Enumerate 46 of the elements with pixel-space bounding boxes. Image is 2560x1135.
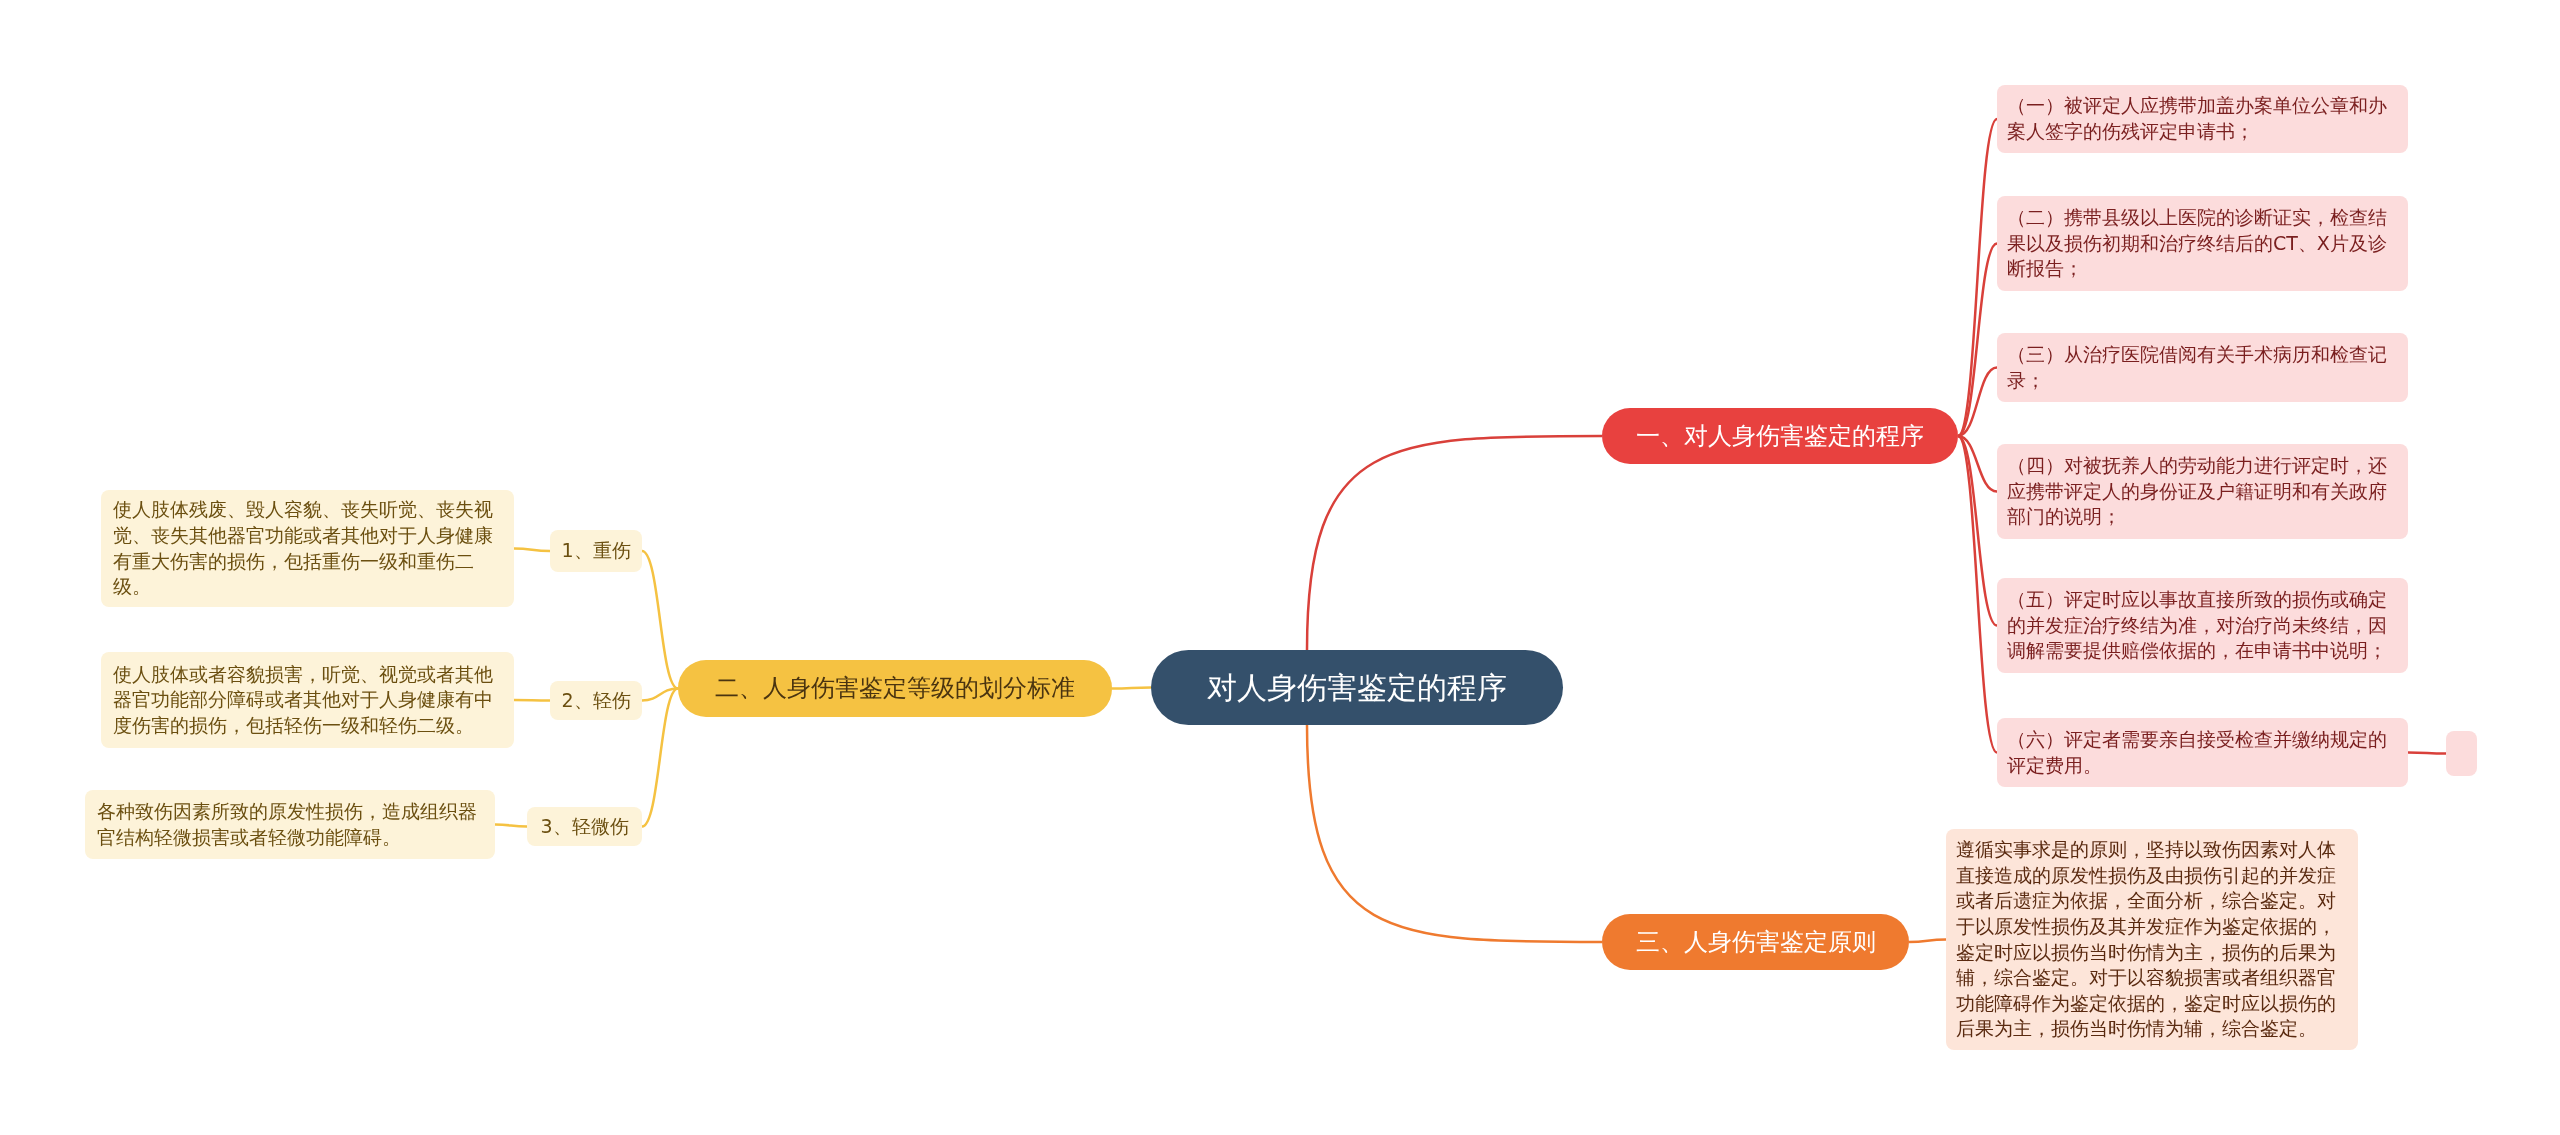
detail-box xyxy=(101,652,514,748)
subtopic-text: 1、重伤 xyxy=(561,538,631,564)
connector-line xyxy=(1957,435,1998,754)
empty-topic-box xyxy=(2446,731,2477,776)
detail-box xyxy=(1997,85,2408,153)
detail-box xyxy=(1997,718,2408,787)
detail-box xyxy=(1997,196,2408,291)
detail-box xyxy=(1997,578,2408,673)
topic-text: 一、对人身伤害鉴定的程序 xyxy=(1636,421,1924,451)
branch-topic xyxy=(1602,914,1909,970)
connector-line xyxy=(641,687,679,828)
detail-text: （三）从治疗医院借阅有关手术病历和检查记录； xyxy=(2007,341,2388,393)
subtopic-box xyxy=(550,681,642,720)
subtopic-text: 3、轻微伤 xyxy=(540,813,629,839)
connector-line xyxy=(1957,118,1998,437)
topic-text: 对人身伤害鉴定的程序 xyxy=(1207,669,1507,706)
connector-line xyxy=(1305,724,1602,944)
detail-text: 使人肢体或者容貌损害，听觉、视觉或者其他器官功能部分障碍或者其他对于人身健康有中度伤害的损伤，包括轻伤一级和轻伤二级。 xyxy=(113,661,494,738)
connector-line xyxy=(1112,686,1151,690)
detail-text: （六）评定者需要亲自接受检查并缴纳规定的评定费用。 xyxy=(2007,726,2388,778)
detail-text: 各种致伤因素所致的原发性损伤，造成组织器官结构轻微损害或者轻微功能障碍。 xyxy=(97,798,478,850)
subtopic-box xyxy=(527,807,642,846)
connector-line xyxy=(1909,938,1946,944)
detail-box xyxy=(101,490,514,607)
connector-line xyxy=(514,698,550,702)
detail-text: （五）评定时应以事故直接所致的损伤或确定的并发症治疗终结为准，对治疗尚未终结，因调解需要提供赔偿依据的，在申请书中说明； xyxy=(2007,587,2388,664)
detail-text: 遵循实事求是的原则，坚持以致伤因素对人体直接造成的原发性损伤及由损伤引起的并发症或者后遗症为依据，全面分析，综合鉴定。对于以原发性损伤及其并发症作为鉴定依据的，鉴定时应以损伤当时伤情为主，损伤的后果为辅，综合鉴定。对于以容貌损害或者组织器官功能障碍作为鉴定依据的，鉴定时应以损伤的后果为主，损伤当时伤情为辅，综合鉴定。 xyxy=(1956,836,2337,1042)
topic-text: 二、人身伤害鉴定等级的划分标准 xyxy=(715,674,1075,703)
detail-box xyxy=(1997,444,2408,539)
detail-text: 使人肢体残废、毁人容貌、丧失听觉、丧失视觉、丧失其他器官功能或者其他对于人身健康有重大伤害的损伤，包括重伤一级和重伤二级。 xyxy=(113,497,494,600)
connector-line xyxy=(495,823,527,828)
connector-line xyxy=(641,687,679,702)
connector-line xyxy=(1305,434,1602,651)
detail-text: （二）携带县级以上医院的诊断证实，检查结果以及损伤初期和治疗终结后的CT、X片及诊断报告； xyxy=(2007,205,2388,282)
branch-topic xyxy=(1602,408,1958,464)
detail-text: （四）对被抚养人的劳动能力进行评定时，还应携带评定人的身份证及户籍证明和有关政府部门的说明； xyxy=(2007,453,2388,530)
subtopic-box xyxy=(550,530,642,572)
connector-line xyxy=(2408,751,2446,755)
topic-text: 三、人身伤害鉴定原则 xyxy=(1635,927,1876,957)
connector-line xyxy=(514,547,550,553)
detail-box xyxy=(1997,333,2408,402)
subtopic-text: 2、轻伤 xyxy=(561,687,631,713)
detail-text: （一）被评定人应携带加盖办案单位公章和办案人签字的伤残评定申请书； xyxy=(2007,93,2388,144)
connector-line xyxy=(1957,242,1998,437)
detail-box xyxy=(85,790,495,859)
connector-line xyxy=(641,549,679,690)
